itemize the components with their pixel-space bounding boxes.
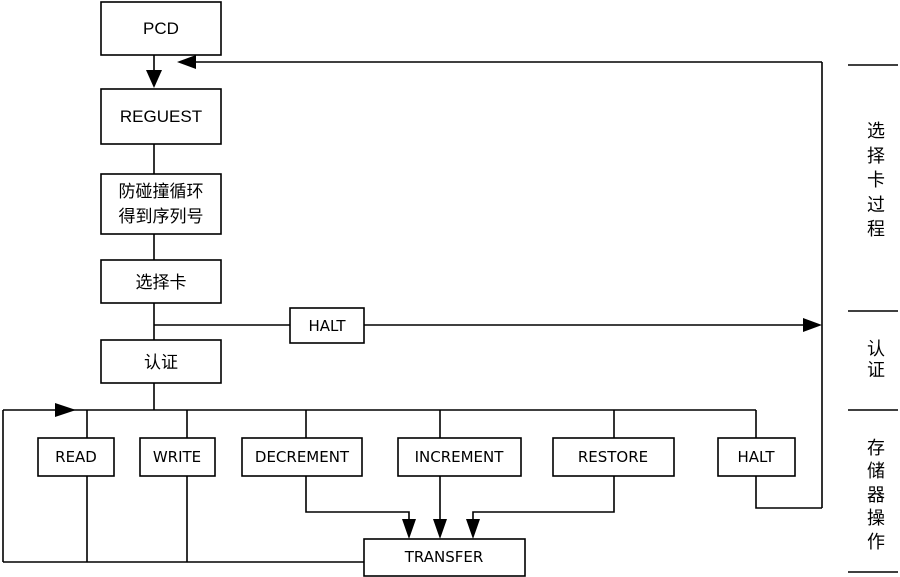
node-request-label: REGUEST: [120, 107, 202, 126]
node-anticollision-line2: 得到序列号: [119, 207, 204, 227]
phase-authentication: 认 证: [867, 339, 885, 381]
node-pcd: PCD: [100, 1, 222, 56]
phase-memory-operation-char: 储: [867, 461, 885, 482]
node-decrement-label: DECREMENT: [255, 448, 350, 466]
phase-select-process-char: 择: [867, 146, 885, 167]
arrow-loop-right: [55, 403, 76, 417]
node-halt-top-label: HALT: [309, 317, 347, 335]
node-read-label: READ: [55, 448, 97, 466]
node-select-card-label: 选择卡: [136, 273, 187, 293]
phase-memory-operation-char: 存: [867, 438, 885, 459]
node-select-card: 选择卡: [100, 259, 222, 304]
phase-memory-operation: 存 储 器 操 作: [867, 438, 885, 553]
node-anticollision: 防碰撞循环 得到序列号: [100, 173, 222, 235]
phase-memory-operation-char: 器: [867, 485, 885, 506]
node-auth: 认证: [100, 339, 222, 384]
node-request: REGUEST: [100, 88, 222, 145]
phase-select-process: 选 择 卡 过 程: [867, 121, 885, 240]
node-write: WRITE: [139, 437, 216, 477]
phase-memory-operation-char: 作: [867, 532, 885, 553]
node-transfer: TRANSFER: [363, 538, 526, 577]
node-halt-top: HALT: [289, 307, 365, 344]
node-pcd-label: PCD: [143, 19, 179, 38]
node-decrement: DECREMENT: [241, 437, 363, 477]
arrow-into-transfer-left: [402, 519, 416, 539]
node-increment: INCREMENT: [397, 437, 522, 477]
arrow-into-transfer-middle: [433, 519, 447, 539]
arrowheads: [55, 55, 822, 539]
node-restore: RESTORE: [552, 437, 675, 477]
arrow-to-right-line: [803, 318, 822, 332]
arrow-into-pcd: [177, 55, 196, 69]
node-anticollision-line1: 防碰撞循环: [119, 182, 204, 202]
connector-lines: [2, 55, 898, 573]
arrow-into-request: [146, 70, 162, 88]
node-auth-label: 认证: [144, 353, 178, 373]
phase-authentication-char: 证: [867, 360, 885, 381]
node-halt-bottom-label: HALT: [738, 448, 776, 466]
node-halt-bottom: HALT: [717, 437, 796, 477]
node-read: READ: [37, 437, 115, 477]
node-write-label: WRITE: [153, 448, 201, 466]
node-increment-label: INCREMENT: [415, 448, 505, 466]
phase-authentication-char: 认: [867, 339, 885, 360]
phase-select-process-char: 选: [867, 121, 885, 142]
phase-select-process-char: 程: [867, 219, 885, 240]
arrow-into-transfer-right: [466, 519, 480, 539]
phase-memory-operation-char: 操: [867, 508, 885, 529]
phase-select-process-char: 卡: [867, 170, 885, 191]
node-restore-label: RESTORE: [578, 448, 648, 466]
node-transfer-label: TRANSFER: [404, 548, 484, 566]
phase-select-process-char: 过: [867, 195, 885, 216]
